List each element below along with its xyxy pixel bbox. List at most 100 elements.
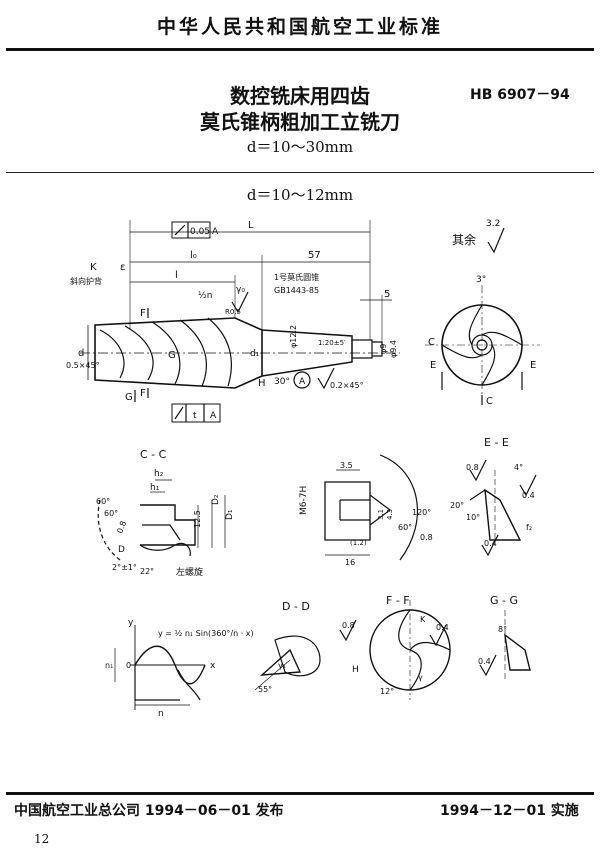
dim-taper: 1:20±5′ — [318, 339, 346, 347]
ff-0-4: 0.4 — [436, 623, 449, 632]
ff-gamma: γ — [418, 673, 423, 682]
dim-L: L — [248, 220, 254, 231]
curve-diagram — [114, 625, 206, 710]
ff-K: K — [420, 615, 426, 624]
dim-chamfer: 0.5×45° — [66, 361, 100, 370]
dim-dia-9-4: φ9.4 — [389, 340, 398, 358]
tol-top-value: 0.05 — [190, 227, 210, 237]
section-ff-drawing — [339, 600, 451, 700]
title-range: d＝10～30mm — [246, 138, 354, 156]
ff-0-8: 0.8 — [342, 621, 355, 630]
label-H: H — [258, 378, 266, 389]
cc-D1: D₁ — [225, 509, 235, 520]
roughness-prefix: 其余 — [452, 232, 476, 247]
cc-D: D — [118, 545, 125, 555]
cc-0-8: 0.8 — [115, 520, 128, 535]
top-rule — [6, 48, 594, 51]
ff-H: H — [352, 665, 359, 675]
thread-view — [324, 454, 418, 561]
label-gamma0: γ₀ — [236, 285, 245, 295]
implementation-date: 1994－12－01 实施 — [440, 803, 579, 819]
cc-h2: h₂ — [154, 469, 164, 479]
dim-l: l — [175, 270, 178, 281]
curve-y-label: y — [128, 618, 134, 628]
page-number: 12 — [34, 832, 50, 846]
end-view-E-left: E — [430, 360, 436, 371]
ee-4deg: 4° — [514, 463, 523, 472]
dim-5: 5 — [384, 289, 390, 300]
bottom-rule — [6, 792, 594, 795]
dim-small-chamfer: 0.2×45° — [330, 381, 364, 390]
ee-f2: f₂ — [526, 523, 532, 532]
end-view-angle: 3° — [476, 275, 486, 285]
ee-20deg: 20° — [450, 501, 464, 510]
cc-60a: 60° — [96, 497, 110, 506]
label-F-top: F — [140, 308, 146, 319]
morse-note-2: GB1443-85 — [274, 286, 319, 295]
curve-zero: 0 — [126, 661, 131, 670]
label-helix: 斜向护背 — [70, 276, 102, 286]
issue-date: 中国航空工业总公司 1994－06－01 发布 — [14, 803, 284, 819]
standard-header: 中华人民共和国航空工业标准 — [156, 16, 443, 38]
label-G: G — [168, 350, 176, 361]
roughness-value: 3.2 — [486, 219, 500, 229]
divider-rule — [6, 172, 594, 173]
ff-12deg: 12° — [380, 687, 394, 696]
tol-bottom-ref: A — [210, 411, 217, 421]
label-G-bottom: G — [125, 392, 133, 403]
thread-16: 16 — [345, 558, 355, 567]
label-epsilon: ε — [120, 262, 125, 273]
dim-l0: l₀ — [190, 250, 197, 261]
cc-60b: 60° — [104, 509, 118, 518]
end-view-C-bottom: C — [486, 396, 493, 407]
ee-0-4b: 0.4 — [484, 539, 497, 548]
curve-n1: n₁ — [105, 661, 113, 670]
cc-left-helix: 左螺旋 — [176, 566, 203, 578]
curve-x-label: x — [210, 661, 216, 671]
tol-top-ref: A — [212, 227, 219, 237]
end-view-C-left: C — [428, 337, 435, 348]
thread-60deg: 60° — [398, 523, 412, 532]
cc-22deg: 22° — [140, 567, 154, 576]
cc-12-5: 12.5 — [193, 510, 202, 528]
label-half-n: ½n — [198, 291, 212, 301]
thread-4-3: 4.3 — [386, 509, 394, 520]
section-gg-drawing — [479, 610, 531, 680]
section-dd-title: D - D — [282, 600, 310, 613]
thread-0-8: 0.8 — [420, 533, 433, 542]
cc-2deg: 2°±1° — [112, 563, 137, 572]
end-view — [425, 227, 540, 405]
morse-note-1: 1号莫氏圆锥 — [274, 272, 319, 282]
section-dd-drawing — [254, 635, 321, 691]
gg-8deg: 8° — [498, 625, 507, 634]
section-cc-drawing — [97, 479, 226, 561]
curve-n: n — [158, 709, 164, 719]
label-R: R0.5 — [225, 308, 241, 316]
label-F-bottom: F — [140, 388, 146, 399]
section-gg-title: G - G — [490, 594, 518, 607]
section-ee-title: E - E — [484, 436, 509, 449]
subtitle-range: d＝10～12mm — [246, 186, 354, 204]
section-ee-drawing — [469, 459, 537, 557]
dim-dia-9: φ9 — [379, 344, 388, 354]
section-ff-title: F - F — [386, 594, 410, 607]
thread-3-5: 3.5 — [340, 461, 353, 470]
ee-0-4a: 0.4 — [522, 491, 535, 500]
thread-120deg: 120° — [412, 508, 431, 517]
section-cc-title: C - C — [140, 448, 167, 461]
dim-d1: d₁ — [250, 349, 260, 359]
title-line-1: 数控铣床用四齿 — [230, 84, 370, 108]
gg-0-4: 0.4 — [478, 657, 491, 666]
cutter-side-view — [80, 220, 400, 423]
end-view-E-right: E — [530, 360, 536, 371]
thread-3-1: 3.1 — [377, 509, 385, 520]
label-K: K — [90, 262, 97, 273]
label-circle-A: A — [299, 377, 306, 387]
dd-55deg: 55° — [258, 685, 272, 694]
title-line-2: 莫氏锥柄粗加工立铣刀 — [200, 110, 400, 134]
thread-1-2: (1.2) — [350, 539, 367, 547]
dim-d: d — [78, 348, 84, 359]
cc-D2: D₂ — [211, 494, 221, 505]
tol-bottom-value: t — [193, 411, 197, 421]
dim-30deg: 30° — [274, 377, 290, 387]
